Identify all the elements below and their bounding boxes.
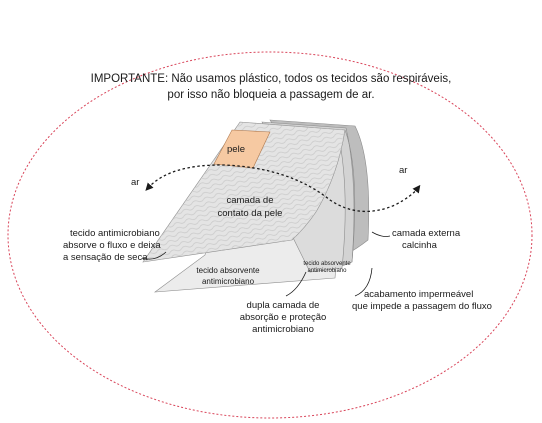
antimicrobial-leader	[141, 251, 167, 260]
pele-label: pele	[227, 144, 245, 155]
absorbent-label-2: antimicrobiano	[202, 277, 255, 286]
contact-layer-label-1: camada de	[226, 195, 273, 206]
waterproof-label-2: que impede a passagem do fluxo	[352, 301, 492, 312]
antimicrobial-label-3: a sensação de seca	[63, 252, 148, 263]
waterproof-leader	[354, 267, 373, 297]
waterproof-label-1: acabamento impermeável	[364, 289, 473, 300]
contact-layer-label-2: contato da pele	[218, 208, 283, 219]
airflow-arrow	[145, 164, 421, 213]
absorbent-label-1: tecido absorvente	[196, 266, 260, 275]
title-line-2: por isso não bloqueia a passagem de ar.	[167, 89, 374, 101]
double-layer-leader	[285, 271, 307, 297]
outer-layer-leader	[371, 231, 391, 237]
antimicrobial-label-2: absorve o fluxo e deixa	[63, 240, 161, 251]
absorbent-small-label-1: tecido absorvente	[303, 261, 351, 267]
dashed-border-ellipse	[7, 51, 533, 419]
title-line-1: IMPORTANTE: Não usamos plástico, todos o…	[91, 73, 452, 85]
air-label-right: ar	[399, 165, 407, 176]
double-layer-label-2: absorção e proteção	[240, 312, 327, 323]
air-label-left: ar	[131, 177, 139, 188]
outer-layer-label-1: camada externa	[392, 228, 461, 239]
antimicrobial-label-1: tecido antimicrobiano	[70, 228, 160, 239]
absorbent-small-label-2: antimicrobiano	[307, 268, 347, 274]
double-layer-label-1: dupla camada de	[247, 300, 320, 311]
double-layer-label-3: antimicrobiano	[252, 324, 314, 335]
outer-layer-label-2: calcinha	[402, 240, 438, 251]
